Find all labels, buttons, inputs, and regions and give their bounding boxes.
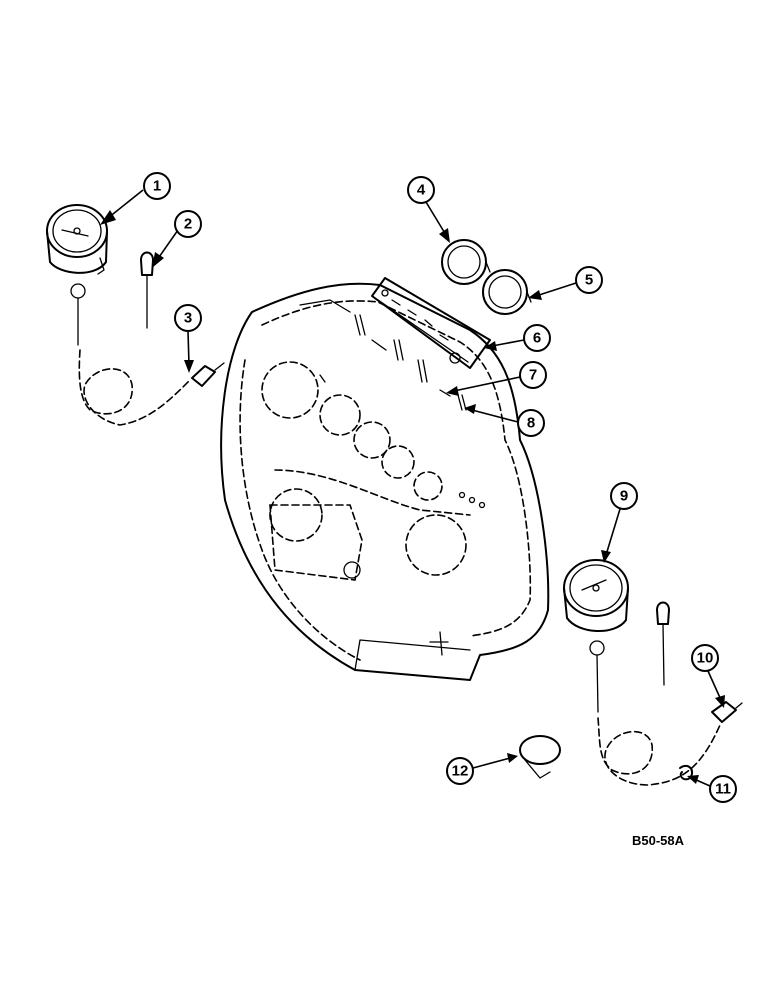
callout-9-label: 9 (620, 488, 628, 505)
callout-1: 1 (100, 172, 171, 225)
callout-7: 7 (446, 361, 547, 396)
gauge-cable-left (70, 283, 191, 426)
callout-6-label: 6 (533, 330, 541, 347)
warning-light-panel (371, 277, 491, 369)
callout-4: 4 (407, 176, 450, 243)
bulb-holder-left (140, 251, 154, 329)
callout-1-label: 1 (153, 178, 161, 195)
gauge-cable-right (589, 640, 721, 786)
callout-3: 3 (174, 304, 202, 373)
callout-11-label: 11 (715, 781, 731, 798)
callout-8: 8 (464, 404, 545, 437)
tachometer-gauge (46, 204, 108, 275)
cable-tie (519, 735, 561, 779)
callout-3-label: 3 (184, 310, 192, 327)
callout-10-label: 10 (697, 650, 714, 667)
callout-12-label: 12 (452, 763, 469, 780)
callout-6: 6 (484, 324, 551, 352)
speedometer-gauge (563, 559, 629, 633)
callout-5-label: 5 (585, 272, 593, 289)
callout-10: 10 (691, 644, 725, 708)
figure-reference-code: B50-58A (632, 833, 685, 848)
bulb-holder-right (656, 601, 670, 686)
callout-12: 12 (446, 753, 518, 785)
cable-end-fitting-right (711, 701, 743, 723)
panel-clips (354, 314, 467, 411)
callout-5: 5 (528, 266, 603, 300)
instrument-panel-housing (220, 282, 550, 681)
cable-end-fitting-left (191, 362, 225, 387)
small-gauge-4 (441, 239, 491, 285)
callout-8-label: 8 (527, 415, 535, 432)
small-gauge-5 (482, 269, 532, 315)
callout-7-label: 7 (529, 367, 537, 384)
callout-11: 11 (687, 775, 737, 803)
callout-4-label: 4 (417, 182, 426, 199)
callout-9: 9 (601, 482, 638, 563)
callout-2-label: 2 (184, 216, 192, 233)
callout-2: 2 (152, 210, 202, 268)
